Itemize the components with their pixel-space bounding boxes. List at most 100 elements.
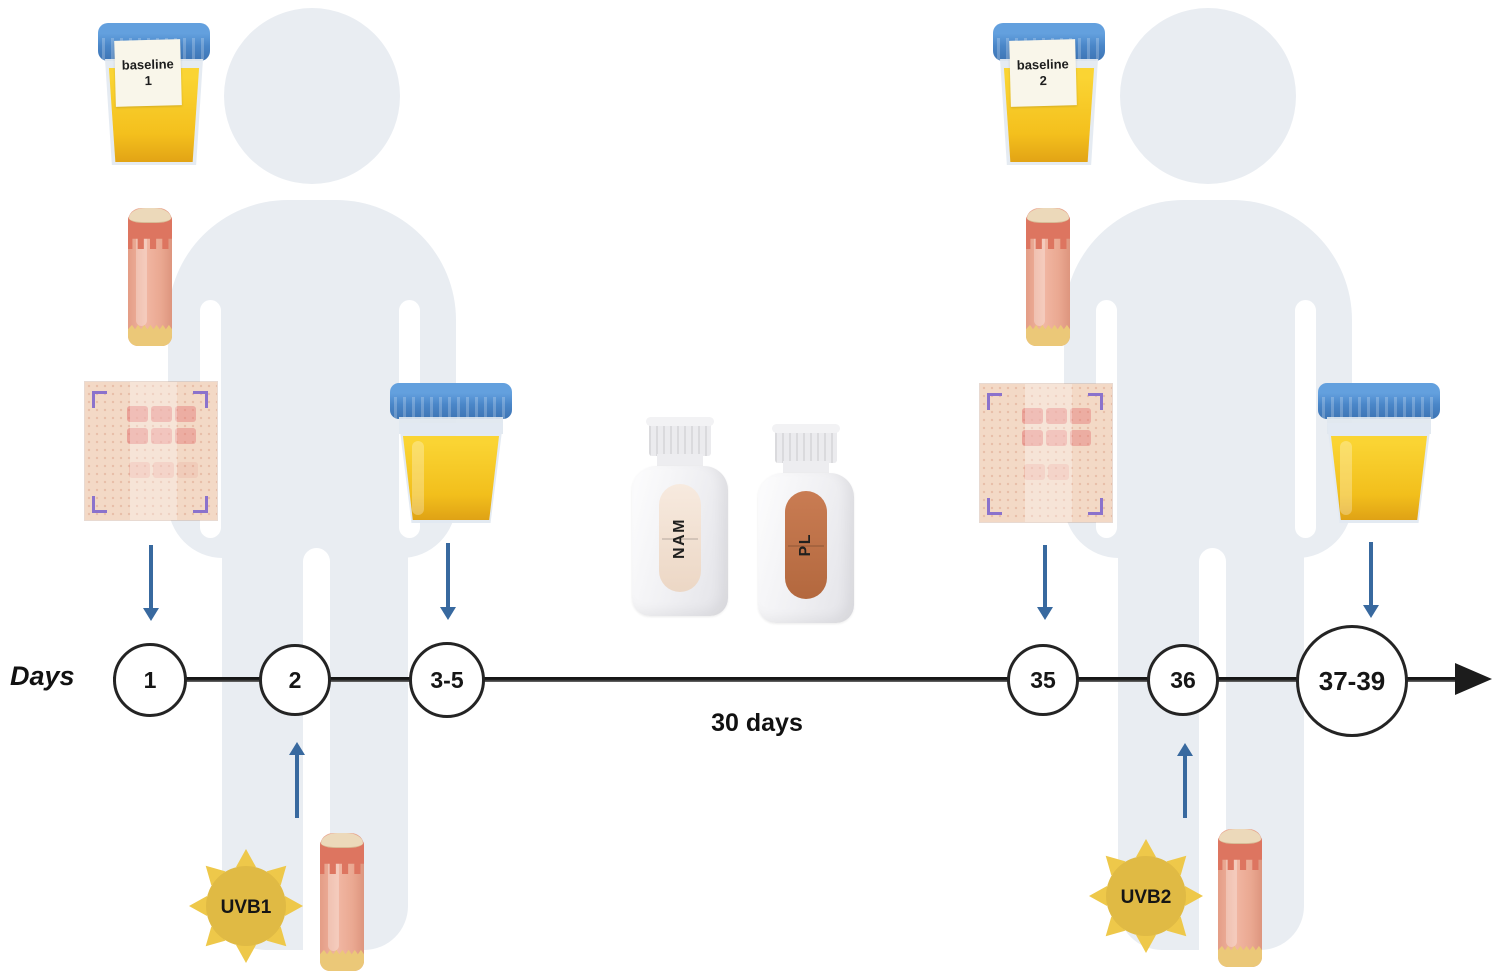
sun-ray <box>1166 916 1187 937</box>
arrow-shaft <box>149 545 153 608</box>
fiducial-mark <box>193 496 208 513</box>
baseline-2-label: baseline 2 <box>1009 39 1077 107</box>
sun-ray <box>266 926 287 947</box>
timeline-day-36: 36 <box>1147 644 1219 716</box>
uvb2-sun-icon: UVB2 <box>1089 839 1203 953</box>
sun-ray <box>1105 855 1126 876</box>
bottle-cap <box>772 424 840 463</box>
punch-fat-band <box>1026 324 1070 346</box>
uvb-test-spot-faint <box>1024 464 1045 480</box>
uvb-test-spot <box>1046 408 1067 424</box>
timeline-line <box>113 677 1460 682</box>
punch-highlight <box>1226 845 1237 947</box>
interval-30days-label: 30 days <box>711 709 803 737</box>
sun-ray <box>1185 886 1203 906</box>
days-axis-label: Days <box>10 661 75 691</box>
uvb-test-spot <box>1070 430 1091 446</box>
baseline-label-line1: baseline <box>121 56 174 73</box>
cup-lid-icon <box>1318 383 1440 419</box>
arrow-uvb2-to-day36 <box>1177 743 1193 818</box>
bottle-neck <box>783 461 829 475</box>
sun-ray <box>285 896 303 916</box>
sun-ray <box>236 849 256 867</box>
urine-fill <box>402 436 500 520</box>
uvb-test-spot <box>1046 430 1067 446</box>
uvb-test-spot <box>1070 408 1091 424</box>
participant-silhouette-left <box>160 0 460 960</box>
silhouette-arm-gap-right <box>1295 300 1316 538</box>
timeline-day-35: 35 <box>1007 644 1079 716</box>
sun-disc <box>1106 856 1186 936</box>
nam-label: NAM <box>671 517 688 559</box>
fiducial-mark <box>92 496 107 513</box>
arrow-cup-to-day37-39 <box>1363 542 1379 618</box>
baseline-label-line2: 2 <box>1039 72 1048 89</box>
punch-top-cap <box>1027 208 1069 223</box>
timeline-day-3-5: 3-5 <box>409 642 485 718</box>
urine-cup-day3-5 <box>390 383 512 523</box>
uvb-test-spot <box>175 406 196 422</box>
baseline-label-line1: baseline <box>1016 56 1069 73</box>
arrow-head <box>143 608 159 621</box>
punch-fat-band <box>128 324 172 346</box>
uvb-test-spot <box>127 406 148 422</box>
sun-ray <box>236 945 256 963</box>
punch-top-cap <box>129 208 171 223</box>
sun-disc <box>206 866 286 946</box>
cup-body <box>1327 423 1431 523</box>
punch-highlight <box>1034 224 1045 326</box>
urine-fill <box>1330 436 1428 520</box>
pill-bottle-nam: NAM <box>632 417 728 618</box>
punch-fat-band <box>1218 945 1262 967</box>
fiducial-mark <box>1088 393 1103 410</box>
sun-ray <box>205 926 226 947</box>
cup-body <box>399 423 503 523</box>
timeline-day-37-39: 37-39 <box>1296 625 1408 737</box>
pill-bottle-placebo: PL <box>758 424 854 625</box>
uvb-test-spot-faint <box>129 462 150 478</box>
punch-highlight <box>136 224 147 326</box>
sun-ray <box>266 865 287 886</box>
urine-cup-day37-39 <box>1318 383 1440 523</box>
skin-biopsy-punch-day36 <box>1218 829 1262 967</box>
sun-rays <box>1089 839 1203 953</box>
fiducial-mark <box>987 393 1002 410</box>
arrow-shaft <box>1183 756 1187 818</box>
uvb-test-spot-faint <box>153 462 174 478</box>
arrow-head <box>1037 607 1053 620</box>
photo-sheen <box>129 382 178 520</box>
skin-photo-med-test-1 <box>85 382 217 520</box>
uvb-test-spot <box>151 428 172 444</box>
bottle-cap <box>646 417 714 456</box>
arrow-head <box>1363 605 1379 618</box>
baseline-1-label: baseline 1 <box>114 39 182 107</box>
pl-capsule-icon: PL <box>785 491 827 599</box>
punch-top-cap <box>321 833 363 848</box>
uvb-test-spot <box>127 428 148 444</box>
skin-biopsy-punch-day35 <box>1026 208 1070 346</box>
sun-ray <box>1136 935 1156 953</box>
arrow-shaft <box>446 543 450 607</box>
fiducial-mark <box>193 391 208 408</box>
arrow-cup-to-day3-5 <box>440 543 456 620</box>
sun-ray <box>1136 839 1156 857</box>
timeline-arrowhead-icon <box>1455 663 1492 695</box>
uvb2-label: UVB2 <box>1121 887 1172 908</box>
punch-highlight <box>328 849 339 951</box>
arrow-head <box>440 607 456 620</box>
uvb-test-spot-faint <box>1048 464 1069 480</box>
skin-biopsy-punch-day2 <box>320 833 364 971</box>
urine-cup-baseline-2: baseline 2 <box>993 23 1105 165</box>
fiducial-mark <box>92 391 107 408</box>
uvb-test-spot <box>1022 408 1043 424</box>
arrow-shaft <box>1369 542 1373 605</box>
uvb1-label: UVB1 <box>221 897 272 918</box>
fiducial-mark <box>987 498 1002 515</box>
uvb-test-spot <box>1022 430 1043 446</box>
cup-lid-icon <box>390 383 512 419</box>
pl-label: PL <box>797 533 814 557</box>
arrow-shaft <box>295 755 299 818</box>
skin-biopsy-punch-day1 <box>128 208 172 346</box>
arrow-skin-to-day1 <box>143 545 159 621</box>
skin-photo-med-test-2 <box>980 384 1112 522</box>
